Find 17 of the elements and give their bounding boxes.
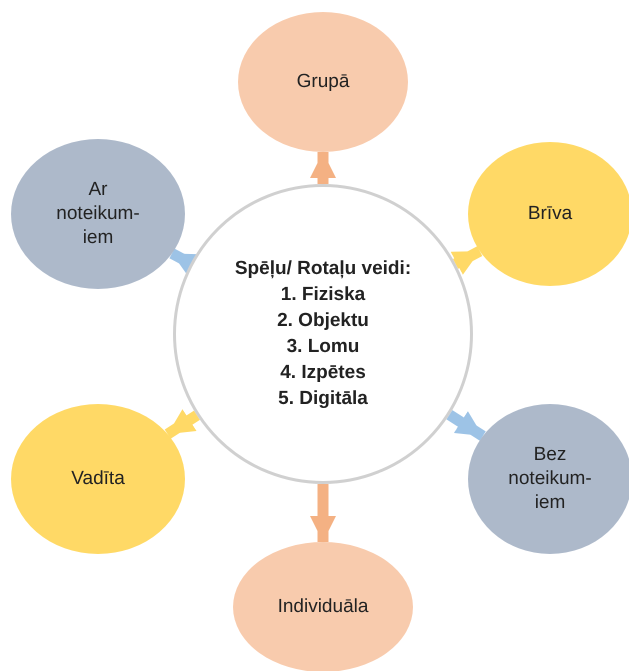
list-item: 5. Digitāla [277, 387, 369, 411]
arrow [310, 484, 336, 542]
list-item: 2. Objektu [276, 309, 370, 333]
heading-text: Spēļu/ Rotaļu veidi: [234, 257, 412, 281]
node-label: Bez noteikum- iem [507, 443, 593, 515]
list-item: 3. Lomu [286, 335, 360, 359]
list-item: 1. Fiziska [280, 283, 366, 307]
node-label: Grupā [296, 70, 350, 94]
arrow [446, 410, 486, 441]
node-label: Individuāla [278, 595, 368, 619]
arrow [450, 246, 482, 275]
node-label: Ar noteikum- iem [55, 178, 141, 250]
node-label: Brīva [528, 202, 572, 226]
arrow [164, 409, 200, 439]
arrow [310, 152, 336, 184]
node-label: Vadīta [71, 467, 125, 491]
list-item: 4. Izpētes [279, 361, 367, 385]
